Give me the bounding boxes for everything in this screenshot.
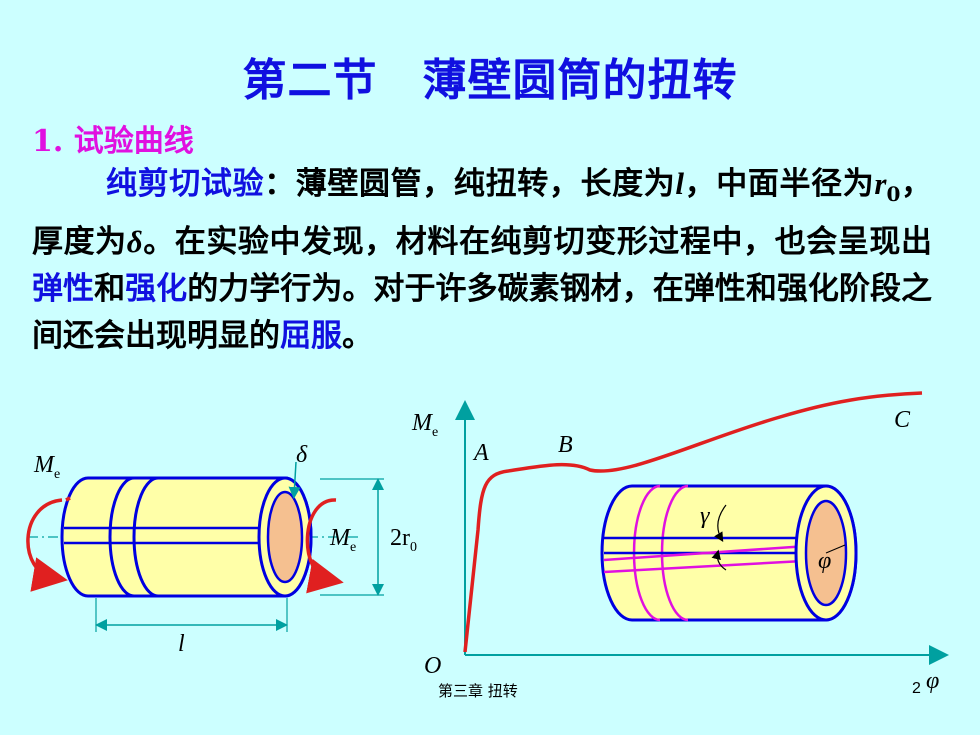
var-delta: δ [126,224,143,260]
inset-radius-line [825,544,846,554]
term-yield: 屈服 [280,318,342,355]
origin-label: O [424,653,441,679]
tube-ring [132,476,159,598]
text-run: 。 [342,318,373,355]
left-torque-arrow [26,498,68,592]
footer-page-number: 2 [912,680,921,697]
curve-figure: Me A B C γ φ O φ [411,391,949,694]
footer-chapter: 第三章 扭转 [438,682,518,700]
body-paragraph: 纯剪切试验：薄壁圆管，纯扭转，长度为l，中面半径为r0，厚度为δ。在实验中发现，… [32,160,932,360]
section-heading: 1. 试验曲线 [32,124,194,159]
gamma-arrow-lower [711,549,727,571]
gamma-label: γ [700,503,710,529]
thickness-label: δ [296,442,308,468]
torque-curve [463,391,923,653]
text-run: 。在实验中发现，材料在纯剪切变形过程中，也会呈现出 [142,224,933,261]
text-run: 和 [94,271,126,308]
var-l: l [675,166,684,201]
term-elastic: 弹性 [32,271,95,308]
phi-inner-label: φ [818,548,831,574]
tube-ring [108,476,135,598]
term-hardening: 强化 [125,271,188,308]
right-torque-arrow [305,498,344,594]
tube-end-inner [266,490,304,584]
var-r: r [874,166,887,201]
thickness-arrow [288,461,301,499]
text-run: 的力学行为。对于许多碳素钢材，在弹性和强化阶段之间还会出现明显的 [32,271,933,355]
tube-figure: Me δ Me 2r0 l [26,442,417,657]
gamma-arrow [714,504,727,543]
text-run: ：薄壁圆管，纯扭转，长度为 [264,166,676,202]
length-label: l [178,631,185,657]
point-a-label: A [472,440,489,466]
left-torque-tail [65,496,71,502]
point-c-label: C [894,407,911,433]
inset-sheared-line [603,558,823,574]
term-pure-shear-test: 纯剪切试验 [106,166,265,202]
slide-title: 第二节 薄壁圆筒的扭转 [242,55,738,106]
x-axis-label: φ [926,668,939,694]
y-axis-label: Me [411,410,438,440]
text-run: ，厚度为 [32,166,933,261]
text-run: ，中面半径为 [683,166,875,202]
right-torque-label: Me [329,525,356,555]
var-r-sub: 0 [886,182,901,207]
radius-label: 2r0 [390,525,417,555]
left-torque-label: Me [33,452,60,482]
point-b-label: B [558,432,573,458]
